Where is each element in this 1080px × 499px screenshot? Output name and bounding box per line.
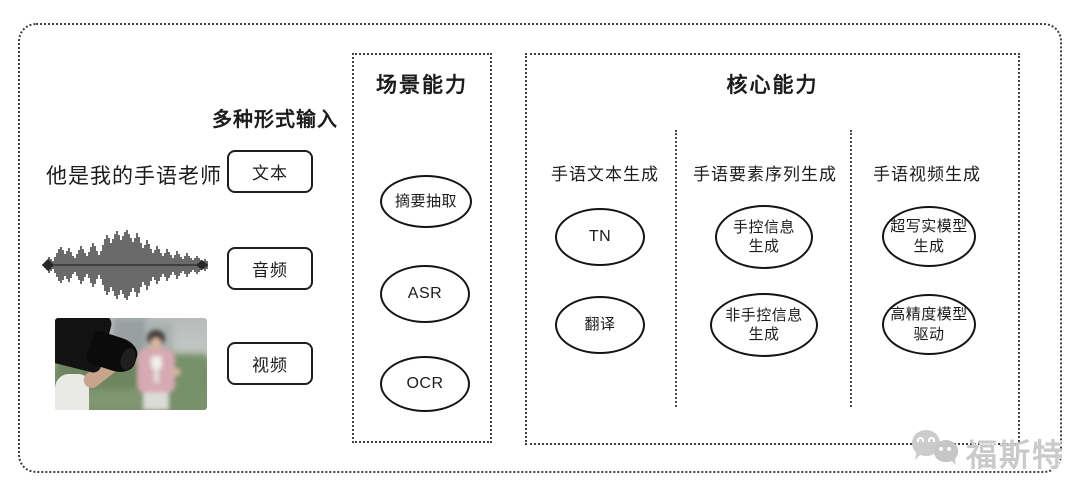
video-still-thumbnail bbox=[55, 318, 207, 410]
core-box-title: 核心能力 bbox=[726, 74, 819, 97]
scene-capability-box: 场景能力 预处理 摘要抽取 ASR OCR bbox=[352, 53, 492, 443]
mode-box-audio-label: 音频 bbox=[252, 261, 288, 280]
face-shape bbox=[150, 337, 162, 350]
bubble-eye bbox=[917, 437, 924, 442]
mode-box-video: 视频 bbox=[227, 342, 313, 385]
core-capability-box: 核心能力 手语文本生成 手语要素序列生成 手语视频生成 TN 翻译 手控信息 生… bbox=[525, 53, 1020, 445]
outer-dotted-border bbox=[18, 23, 1062, 473]
node-non-manual-info-generation: 非手控信息 生成 bbox=[710, 293, 818, 357]
col-header-sl-text-generation: 手语文本生成 bbox=[551, 165, 659, 184]
microphone-handle bbox=[154, 369, 159, 383]
pants-shape bbox=[143, 392, 169, 410]
watermark: 福斯特 bbox=[900, 426, 1070, 478]
mode-box-audio: 音频 bbox=[227, 247, 313, 290]
column-divider bbox=[850, 130, 852, 407]
microphone-icon bbox=[151, 356, 162, 369]
hand-shape bbox=[171, 368, 181, 376]
audio-waveform-icon bbox=[42, 229, 210, 301]
mode-box-video-label: 视频 bbox=[252, 356, 288, 375]
node-hyperrealistic-model-generation: 超写实模型 生成 bbox=[882, 206, 976, 267]
mode-box-text: 文本 bbox=[227, 150, 313, 193]
bubble-eye bbox=[939, 447, 943, 451]
node-manual-info-generation: 手控信息 生成 bbox=[715, 205, 813, 269]
column-divider bbox=[675, 130, 677, 407]
node-ocr: OCR bbox=[380, 356, 470, 412]
node-summary-extraction: 摘要抽取 bbox=[380, 175, 472, 228]
bubble-eye bbox=[928, 437, 935, 442]
col-header-sl-video-generation: 手语视频生成 bbox=[873, 165, 981, 184]
sample-sentence-text: 他是我的手语老师 bbox=[46, 165, 222, 188]
node-translation: 翻译 bbox=[555, 296, 645, 354]
node-high-precision-model-driving: 高精度模型 驱动 bbox=[882, 294, 976, 355]
reporter-figure bbox=[133, 330, 181, 410]
input-section-label: 多种形式输入 bbox=[212, 109, 338, 131]
col-header-sl-element-sequence: 手语要素序列生成 bbox=[693, 165, 837, 184]
bubble-eye bbox=[947, 447, 951, 451]
node-asr: ASR bbox=[380, 265, 470, 323]
mode-box-text-label: 文本 bbox=[252, 164, 288, 183]
scene-box-title: 场景能力 bbox=[376, 74, 468, 97]
chat-bubble-icon bbox=[934, 440, 958, 462]
node-tn: TN bbox=[555, 208, 645, 266]
watermark-text: 福斯特 bbox=[966, 438, 1065, 473]
